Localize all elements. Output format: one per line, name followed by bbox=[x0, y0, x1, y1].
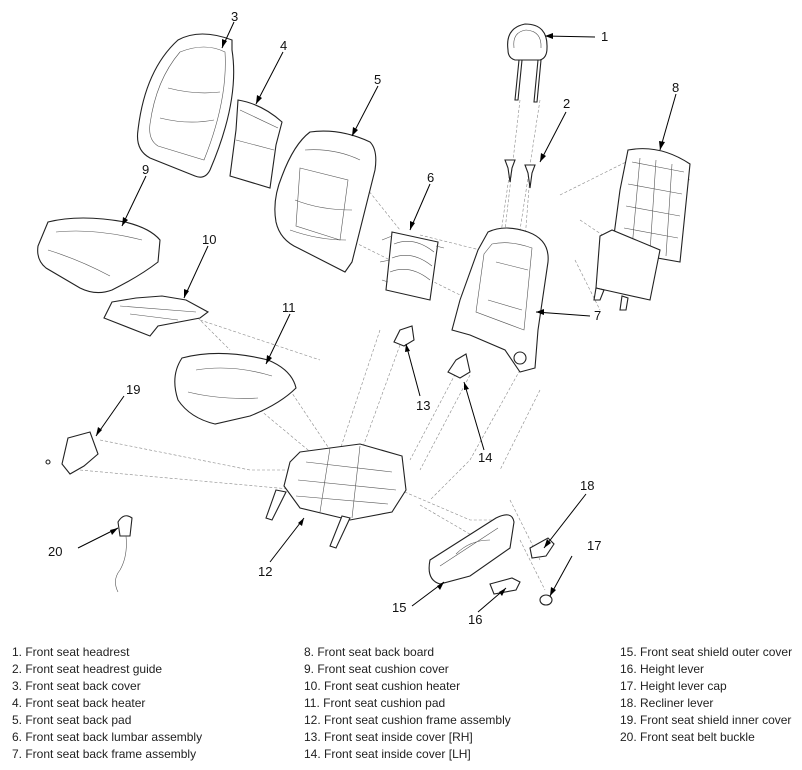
headrest bbox=[507, 23, 548, 103]
seat-back-board bbox=[593, 148, 691, 311]
cushion-heater bbox=[103, 295, 210, 337]
legend-item-16: 16. Height lever bbox=[620, 662, 705, 676]
legend-item-2: 2. Front seat headrest guide bbox=[12, 662, 163, 676]
seat-back-pad bbox=[274, 130, 377, 273]
seat-back-frame bbox=[451, 227, 549, 373]
callout-13: 13 bbox=[416, 398, 430, 413]
legend-column-2: 8. Front seat back board 9. Front seat c… bbox=[304, 644, 511, 763]
inside-cover-rh bbox=[393, 325, 415, 347]
legend-item-8: 8. Front seat back board bbox=[304, 645, 435, 659]
cushion-cover bbox=[37, 217, 161, 294]
legend-item-15: 15. Front seat shield outer cover bbox=[620, 645, 793, 659]
callout-20: 20 bbox=[48, 544, 62, 559]
callout-16: 16 bbox=[468, 612, 482, 627]
lumbar-assembly bbox=[379, 231, 445, 301]
height-lever-cap bbox=[539, 594, 553, 606]
legend-item-11: 11. Front seat cushion pad bbox=[304, 696, 446, 710]
legend-column-3: 15. Front seat shield outer cover 16. He… bbox=[620, 644, 792, 746]
shield-inner-cover bbox=[45, 431, 99, 475]
assembly-lines bbox=[79, 99, 691, 591]
callout-19: 19 bbox=[126, 382, 140, 397]
legend-item-4: 4. Front seat back heater bbox=[12, 696, 146, 710]
callout-12: 12 bbox=[258, 564, 272, 579]
legend-item-7: 7. Front seat back frame assembly bbox=[12, 747, 197, 761]
callout-5: 5 bbox=[374, 72, 381, 87]
legend-item-17: 17. Height lever cap bbox=[620, 679, 727, 693]
legend-item-10: 10. Front seat cushion heater bbox=[304, 679, 461, 693]
seat-back-cover bbox=[136, 33, 235, 178]
legend-item-9: 9. Front seat cushion cover bbox=[304, 662, 449, 676]
callout-15: 15 bbox=[392, 600, 406, 615]
shield-outer-cover bbox=[428, 514, 515, 585]
callout-14: 14 bbox=[478, 450, 492, 465]
legend-item-1: 1. Front seat headrest bbox=[12, 645, 130, 659]
legend-column-1: 1. Front seat headrest 2. Front seat hea… bbox=[12, 644, 202, 763]
legend-item-3: 3. Front seat back cover bbox=[12, 679, 141, 693]
callout-3: 3 bbox=[231, 9, 238, 24]
callout-7: 7 bbox=[594, 308, 601, 323]
legend-item-6: 6. Front seat back lumbar assembly bbox=[12, 730, 203, 744]
exploded-seat-diagram: 1 2 3 4 5 6 7 8 9 10 11 12 13 14 15 16 1… bbox=[37, 9, 691, 627]
callout-8: 8 bbox=[672, 80, 679, 95]
legend-item-18: 18. Recliner lever bbox=[620, 696, 714, 710]
callout-17: 17 bbox=[587, 538, 601, 553]
callout-2: 2 bbox=[563, 96, 570, 111]
cushion-frame bbox=[265, 443, 407, 549]
cushion-pad bbox=[174, 352, 297, 425]
inside-cover-lh bbox=[447, 353, 471, 379]
legend-item-20: 20. Front seat belt buckle bbox=[620, 730, 755, 744]
legend-item-19: 19. Front seat shield inner cover bbox=[620, 713, 792, 727]
legend-item-12: 12. Front seat cushion frame assembly bbox=[304, 713, 511, 727]
callout-4: 4 bbox=[280, 38, 287, 53]
leader-lines bbox=[77, 21, 677, 613]
callout-1: 1 bbox=[601, 29, 608, 44]
legend-item-5: 5. Front seat back pad bbox=[12, 713, 132, 727]
recliner-lever bbox=[529, 537, 555, 559]
callout-10: 10 bbox=[202, 232, 216, 247]
callout-6: 6 bbox=[427, 170, 434, 185]
callout-18: 18 bbox=[580, 478, 594, 493]
legend-item-13: 13. Front seat inside cover [RH] bbox=[304, 730, 473, 744]
headrest-guide bbox=[504, 159, 536, 189]
height-lever bbox=[489, 577, 521, 595]
seat-back-heater bbox=[229, 99, 283, 189]
callout-11: 11 bbox=[282, 300, 296, 315]
legend-item-14: 14. Front seat inside cover [LH] bbox=[304, 747, 471, 761]
belt-buckle bbox=[115, 515, 133, 593]
callout-9: 9 bbox=[142, 162, 149, 177]
